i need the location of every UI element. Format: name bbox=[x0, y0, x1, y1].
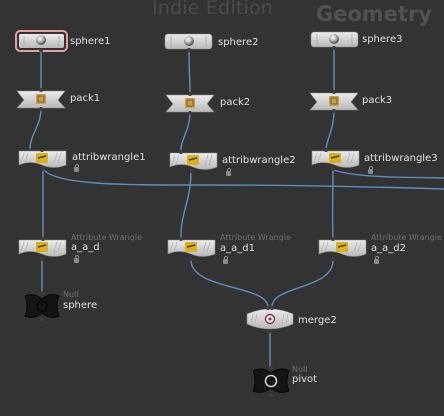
node-label-a_a_d[interactable]: a_a_d bbox=[71, 242, 100, 253]
pack-icon bbox=[329, 96, 339, 106]
wrangle-icon bbox=[336, 242, 348, 252]
node-label-pack2[interactable]: pack2 bbox=[220, 97, 251, 108]
wrangle-icon bbox=[36, 242, 48, 252]
node-label-attribwrangle2[interactable]: attribwrangle2 bbox=[222, 155, 296, 166]
pack-icon bbox=[36, 94, 46, 104]
sphere-icon bbox=[36, 35, 46, 45]
lock-icon bbox=[74, 255, 79, 263]
wire-pack2-attribwrangle2 bbox=[180, 112, 191, 153]
wrangle-icon bbox=[185, 242, 197, 252]
pack-icon bbox=[185, 98, 195, 108]
node-sphere3[interactable] bbox=[310, 31, 359, 50]
lock-icon bbox=[368, 166, 373, 174]
wire-a_a_d2-merge2 bbox=[271, 259, 334, 308]
wire-pack1-attribwrangle1 bbox=[29, 108, 42, 150]
node-label-pack3[interactable]: pack3 bbox=[362, 95, 393, 106]
node-a_a_d1[interactable] bbox=[167, 237, 216, 261]
node-type-a_a_d: Attribute Wrangle bbox=[71, 233, 142, 242]
wire-pack3-attribwrangle3 bbox=[325, 110, 335, 151]
node-label-sphere2[interactable]: sphere2 bbox=[218, 37, 259, 48]
wire-sphere2-pack2 bbox=[188, 49, 191, 96]
node-merge2[interactable] bbox=[246, 306, 294, 333]
node-label-sphere3[interactable]: sphere3 bbox=[362, 34, 403, 45]
node-type-sphere-null: Null bbox=[63, 290, 79, 299]
node-pack2[interactable] bbox=[165, 92, 215, 115]
node-label-merge2[interactable]: merge2 bbox=[298, 315, 337, 326]
wire-attribwrangle1-out bbox=[42, 168, 444, 190]
network-context-label: Geometry bbox=[315, 2, 432, 26]
node-attribwrangle2[interactable] bbox=[169, 150, 218, 173]
node-label-pack1[interactable]: pack1 bbox=[70, 93, 101, 104]
node-label-a_a_d1[interactable]: a_a_d1 bbox=[220, 243, 255, 254]
node-label-pivot[interactable]: pivot bbox=[292, 374, 318, 385]
lock-icon bbox=[74, 164, 79, 172]
node-label-sphere1[interactable]: sphere1 bbox=[70, 36, 111, 47]
node-type-a_a_d2: Attribute Wrangle bbox=[371, 233, 442, 242]
node-pack1[interactable] bbox=[16, 88, 66, 111]
node-sphere-null[interactable] bbox=[24, 291, 60, 322]
sphere-icon bbox=[184, 36, 194, 46]
wrangle-icon bbox=[36, 153, 48, 163]
node-attribwrangle3[interactable] bbox=[311, 148, 360, 171]
node-pack3[interactable] bbox=[309, 90, 359, 113]
wire-a_a_d1-merge2 bbox=[190, 259, 269, 308]
lock-icon bbox=[374, 256, 379, 264]
node-type-pivot: Null bbox=[292, 365, 308, 374]
wrangle-icon bbox=[187, 155, 199, 165]
node-a_a_d[interactable] bbox=[18, 237, 67, 261]
node-sphere2[interactable] bbox=[164, 33, 213, 52]
node-sphere1[interactable] bbox=[15, 30, 68, 52]
node-label-sphere-null[interactable]: sphere bbox=[63, 300, 98, 311]
wires bbox=[29, 48, 444, 367]
node-a_a_d2[interactable] bbox=[318, 237, 367, 261]
node-label-a_a_d2[interactable]: a_a_d2 bbox=[371, 243, 406, 254]
display-flag-icon bbox=[264, 374, 278, 388]
lock-icon bbox=[223, 256, 228, 264]
edition-watermark: Indie Edition bbox=[152, 0, 274, 19]
node-pivot-null[interactable] bbox=[252, 366, 290, 397]
wrangle-icon bbox=[329, 153, 341, 163]
node-type-a_a_d1: Attribute Wrangle bbox=[220, 233, 291, 242]
lock-icon bbox=[226, 168, 231, 176]
node-label-attribwrangle3[interactable]: attribwrangle3 bbox=[364, 153, 438, 164]
wire-attribwrangle3-out bbox=[332, 169, 444, 179]
node-label-attribwrangle1[interactable]: attribwrangle1 bbox=[72, 152, 146, 163]
sphere-icon bbox=[329, 34, 339, 44]
node-attribwrangle1[interactable] bbox=[18, 148, 67, 171]
wire-attribwrangle2-a_a_d1 bbox=[180, 171, 192, 239]
